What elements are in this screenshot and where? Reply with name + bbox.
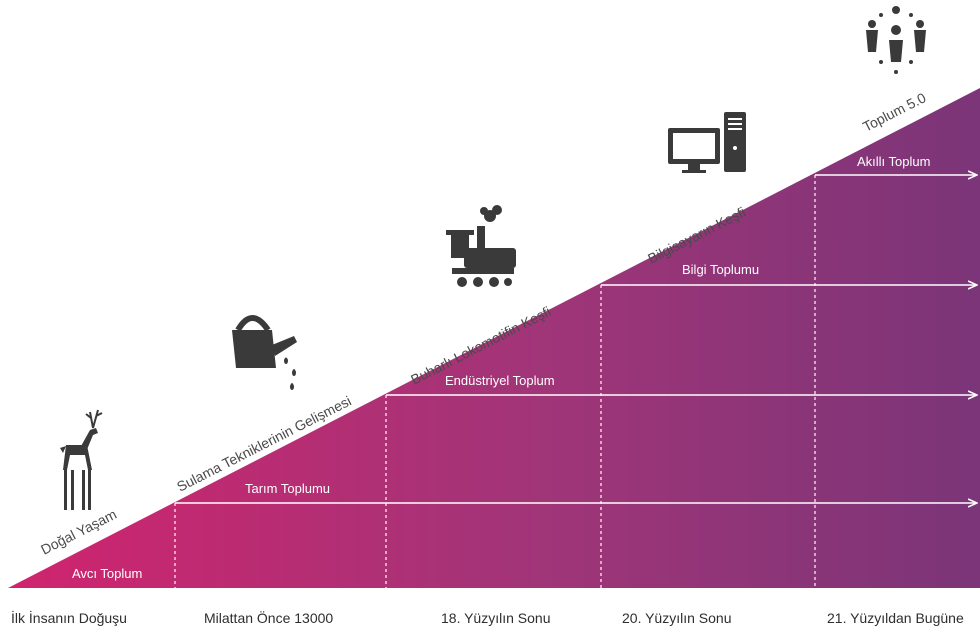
society-triangle bbox=[8, 88, 980, 588]
level-label-bilgi: Bilgi Toplumu bbox=[682, 262, 759, 277]
period-label-18-yuzyil: 18. Yüzyılın Sonu bbox=[441, 610, 550, 626]
society-level-arrows bbox=[175, 175, 976, 503]
deer-icon bbox=[60, 409, 103, 510]
period-label-20-yuzyil: 20. Yüzyılın Sonu bbox=[622, 610, 731, 626]
level-label-tarim: Tarım Toplumu bbox=[245, 481, 330, 496]
level-label-akilli: Akıllı Toplum bbox=[857, 154, 930, 169]
period-label-mo-13000: Milattan Önce 13000 bbox=[204, 609, 333, 626]
computer-icon bbox=[668, 112, 746, 173]
steam-locomotive-icon bbox=[446, 205, 516, 287]
period-label-ilk-insan: İlk İnsanın Doğuşu bbox=[11, 609, 127, 626]
level-label-avci: Avcı Toplum bbox=[72, 566, 142, 581]
period-dividers bbox=[174, 175, 816, 588]
watering-can-icon bbox=[232, 315, 297, 390]
period-label-21-yuzyil: 21. Yüzyıldan Bugüne bbox=[827, 610, 964, 626]
level-label-endustriyel: Endüstriyel Toplum bbox=[445, 373, 555, 388]
people-network-icon bbox=[866, 6, 926, 74]
